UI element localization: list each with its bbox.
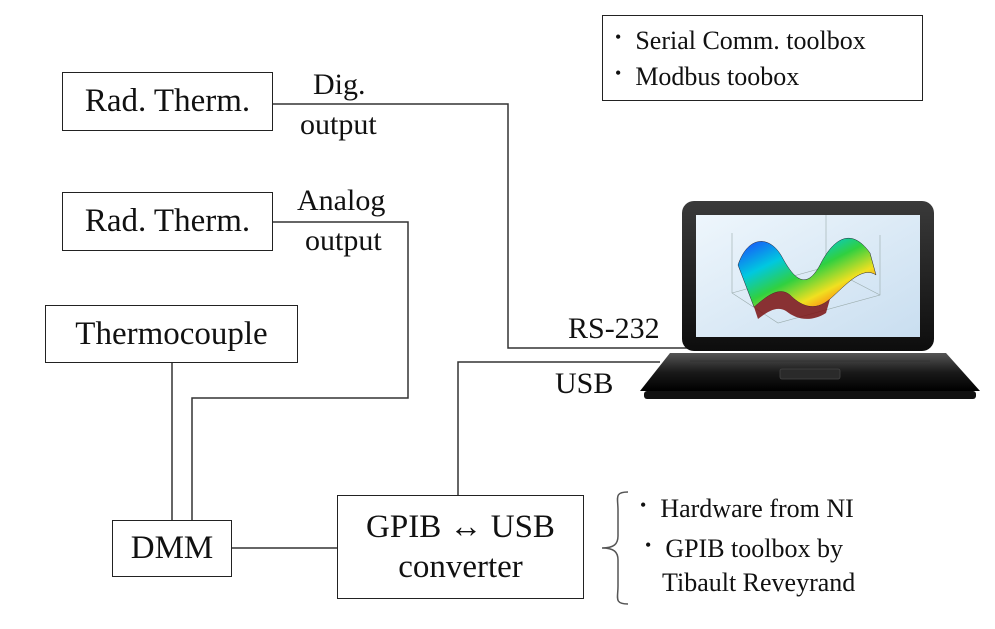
analog-label-line2: output — [305, 224, 382, 257]
software-item-2: Modbus toobox — [615, 60, 799, 96]
curly-brace-icon — [601, 491, 629, 605]
software-item-1: Serial Comm. toolbox — [615, 24, 865, 60]
laptop-icon — [640, 201, 980, 399]
gpib-note-2: GPIB toolbox by — [645, 532, 843, 568]
rs232-label: RS-232 — [568, 312, 660, 345]
gpib-label-line2: converter — [398, 549, 523, 585]
thermocouple-label: Thermocouple — [75, 315, 268, 352]
dig-label-line2: output — [300, 108, 377, 141]
rad-therm-label-2: Rad. Therm. — [84, 203, 251, 239]
gpib-converter-box: GPIB ↔ USB converter — [337, 495, 584, 599]
dmm-box: DMM — [112, 520, 232, 577]
dmm-label: DMM — [130, 530, 214, 566]
software-toolbox-box: Serial Comm. toolbox Modbus toobox — [602, 15, 923, 101]
gpib-note-3: Tibault Reveyrand — [662, 568, 856, 597]
wire-analog — [191, 221, 409, 520]
gpib-note-1: Hardware from NI — [640, 492, 853, 528]
rad-therm-box-1: Rad. Therm. — [62, 72, 273, 131]
thermocouple-box: Thermocouple — [45, 305, 298, 363]
wire-usb — [457, 361, 660, 495]
rad-therm-label-1: Rad. Therm. — [84, 83, 251, 119]
usb-label: USB — [555, 367, 614, 400]
dig-label-line1: Dig. — [313, 68, 366, 101]
rad-therm-box-2: Rad. Therm. — [62, 192, 273, 251]
wire-digital — [272, 103, 690, 349]
analog-label-line1: Analog — [297, 184, 386, 217]
gpib-label-line1: GPIB ↔ USB — [366, 509, 555, 545]
